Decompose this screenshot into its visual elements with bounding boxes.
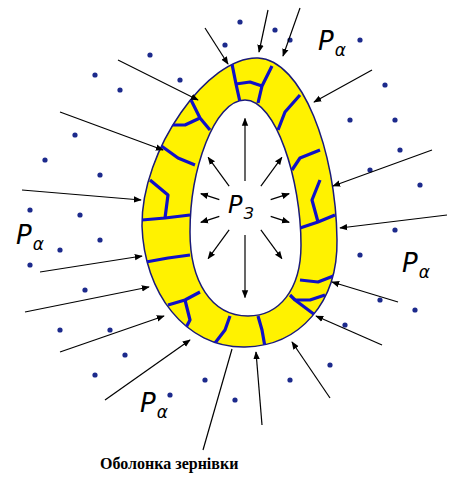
particle-dot bbox=[412, 307, 417, 312]
pressure-subscript: α bbox=[33, 236, 44, 253]
pressure-arrow bbox=[261, 157, 282, 186]
particle-dot bbox=[122, 352, 127, 357]
particle-dot bbox=[287, 377, 292, 382]
pressure-arrow bbox=[208, 230, 229, 259]
pressure-symbol: P bbox=[402, 250, 418, 276]
pressure-arrow bbox=[22, 190, 141, 200]
pressure-arrow bbox=[271, 194, 289, 200]
pressure-arrow bbox=[261, 230, 282, 259]
particle-dot bbox=[117, 87, 122, 92]
particle-dot bbox=[342, 322, 347, 327]
pressure-arrow bbox=[201, 216, 219, 222]
pressure-arrow bbox=[314, 70, 372, 102]
part-label: Оболонка зернівки bbox=[100, 456, 238, 472]
crack-line bbox=[160, 145, 195, 165]
crack-line bbox=[300, 275, 336, 282]
crack-line bbox=[278, 95, 300, 130]
pressure-arrow bbox=[256, 352, 262, 425]
pressure-arrow bbox=[40, 256, 142, 272]
particle-dot bbox=[222, 42, 227, 47]
crack-line bbox=[146, 255, 190, 262]
shell-cracks bbox=[142, 64, 336, 347]
particle-dot bbox=[107, 327, 112, 332]
pressure-subscript: З bbox=[243, 206, 253, 222]
particle-dot bbox=[357, 252, 362, 257]
pressure-symbol: P bbox=[16, 222, 32, 248]
pressure-arrow bbox=[60, 316, 164, 352]
external-pressure-arrows bbox=[22, 8, 447, 425]
particle-dot bbox=[57, 247, 62, 252]
crack-line bbox=[236, 82, 262, 86]
pressure-arrow bbox=[201, 194, 219, 200]
pressure-arrow bbox=[316, 316, 382, 345]
particle-dot bbox=[357, 37, 362, 42]
pressure-arrow bbox=[118, 60, 198, 100]
particle-dot bbox=[417, 182, 422, 187]
pressure-arrow bbox=[259, 10, 268, 52]
pressure-symbol: P bbox=[318, 28, 334, 54]
particle-dot bbox=[72, 132, 77, 137]
pressure-arrow bbox=[205, 28, 228, 64]
particle-dot bbox=[147, 52, 152, 57]
pressure-symbol: P bbox=[228, 193, 242, 217]
particle-dot bbox=[92, 372, 97, 377]
particle-dot bbox=[272, 27, 277, 32]
pressure-arrow bbox=[60, 112, 163, 150]
leader-line bbox=[203, 349, 232, 450]
particle-dot bbox=[327, 362, 332, 367]
particle-dots bbox=[27, 19, 422, 402]
pressure-arrow bbox=[292, 342, 330, 398]
particle-dot bbox=[382, 82, 387, 87]
particle-dot bbox=[167, 392, 172, 397]
grain-shell bbox=[142, 58, 337, 347]
particle-dot bbox=[232, 397, 237, 402]
pressure-arrow bbox=[271, 216, 289, 222]
crack-line bbox=[182, 300, 190, 335]
crack-line bbox=[215, 316, 230, 343]
particle-dot bbox=[97, 237, 102, 242]
crack-line bbox=[292, 150, 320, 170]
particle-dot bbox=[97, 172, 102, 177]
crack-line bbox=[150, 180, 168, 218]
pressure-subscript: α bbox=[419, 264, 430, 281]
pressure-arrow bbox=[244, 119, 245, 181]
crack-line bbox=[170, 118, 200, 125]
crack-line bbox=[190, 98, 210, 130]
particle-dot bbox=[237, 19, 242, 24]
particle-dot bbox=[202, 377, 207, 382]
particle-dot bbox=[82, 287, 87, 292]
particle-dot bbox=[57, 327, 62, 332]
pressure-arrow bbox=[244, 235, 245, 297]
crack-line bbox=[312, 180, 320, 222]
particle-dot bbox=[27, 207, 32, 212]
pressure-subscript: α bbox=[335, 42, 346, 59]
particle-dot bbox=[377, 297, 382, 302]
particle-dot bbox=[92, 72, 97, 77]
particle-dot bbox=[27, 262, 32, 267]
pressure-arrow bbox=[332, 282, 398, 302]
pressure-arrow bbox=[25, 287, 149, 312]
particle-dot bbox=[77, 212, 82, 217]
pressure-arrow bbox=[208, 157, 229, 186]
particle-dot bbox=[392, 117, 397, 122]
particle-dot bbox=[397, 147, 402, 152]
pressure-subscript: α bbox=[157, 404, 168, 421]
particle-dot bbox=[392, 227, 397, 232]
pressure-arrow bbox=[283, 8, 300, 56]
crack-line bbox=[258, 316, 265, 347]
crack-line bbox=[168, 292, 200, 305]
crack-line bbox=[295, 295, 325, 300]
pressure-arrow bbox=[340, 215, 447, 228]
pressure-symbol: P bbox=[140, 390, 156, 416]
particle-dot bbox=[177, 77, 182, 82]
internal-pressure-arrows bbox=[201, 119, 289, 298]
pressure-arrow bbox=[333, 150, 432, 186]
particle-dot bbox=[42, 157, 47, 162]
particle-dot bbox=[347, 117, 352, 122]
